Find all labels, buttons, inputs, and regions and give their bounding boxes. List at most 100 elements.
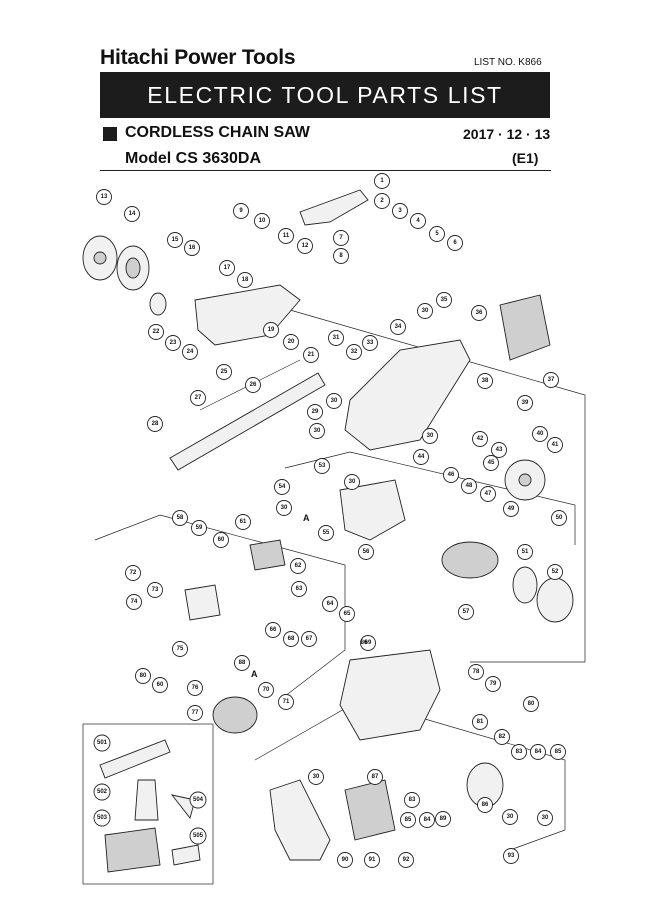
callout-28: 28	[147, 416, 163, 432]
svg-text:38: 38	[482, 378, 489, 384]
svg-text:26: 26	[250, 382, 257, 388]
part-gear-case	[339, 479, 406, 541]
callout-20: 20	[283, 334, 299, 350]
callout-10: 10	[254, 213, 270, 229]
part-stator	[536, 577, 574, 623]
callout-5: 5	[429, 226, 445, 242]
callout-503: 503	[93, 809, 111, 827]
svg-text:79: 79	[490, 681, 497, 687]
svg-text:58: 58	[177, 515, 184, 521]
part-battery	[499, 294, 551, 361]
callout-60: 60	[213, 532, 229, 548]
callout-65: 65	[339, 606, 355, 622]
svg-text:15: 15	[172, 237, 179, 243]
callout-501: 501	[93, 734, 111, 752]
svg-text:54: 54	[279, 484, 286, 490]
callout-502: 502	[93, 783, 111, 801]
svg-text:23: 23	[170, 340, 177, 346]
svg-text:89: 89	[440, 816, 447, 822]
svg-text:43: 43	[496, 447, 503, 453]
svg-text:29: 29	[312, 409, 319, 415]
part-motor-unit	[212, 696, 258, 734]
callout-50: 50	[551, 510, 567, 526]
callout-73: 73	[147, 582, 163, 598]
svg-text:505: 505	[193, 833, 204, 839]
accessory-oil-bottle	[134, 779, 159, 821]
callout-87: 87	[367, 769, 383, 785]
svg-text:72: 72	[130, 570, 137, 576]
callout-37: 37	[543, 372, 559, 388]
callout-51: 51	[517, 544, 533, 560]
svg-text:17: 17	[224, 265, 231, 271]
callout-71: 71	[278, 694, 294, 710]
svg-text:60: 60	[157, 682, 164, 688]
callout-13: 13	[96, 189, 112, 205]
callout-60-b: 60	[152, 677, 168, 693]
svg-text:30: 30	[542, 815, 549, 821]
svg-text:30: 30	[427, 433, 434, 439]
svg-text:69: 69	[365, 640, 372, 646]
callout-82: 82	[494, 729, 510, 745]
callout-79: 79	[485, 676, 501, 692]
callout-44: 44	[413, 449, 429, 465]
product-name: CORDLESS CHAIN SAW	[125, 124, 310, 141]
callout-30-e: 30	[276, 500, 292, 516]
svg-text:83: 83	[409, 797, 416, 803]
callout-14: 14	[124, 206, 140, 222]
callout-67: 67	[301, 631, 317, 647]
svg-text:503: 503	[97, 815, 108, 821]
callout-74: 74	[126, 594, 142, 610]
callout-83-b: 83	[404, 792, 420, 808]
callout-41: 41	[547, 437, 563, 453]
callout-34: 34	[390, 319, 406, 335]
frame-accessories	[82, 723, 214, 885]
accessory-guide-bar-cover	[99, 739, 171, 779]
svg-text:14: 14	[129, 211, 136, 217]
callout-61: 61	[235, 514, 251, 530]
svg-text:4: 4	[416, 218, 420, 224]
callout-86: 86	[477, 797, 493, 813]
svg-text:30: 30	[313, 774, 320, 780]
callout-2: 2	[374, 193, 390, 209]
svg-text:16: 16	[189, 245, 196, 251]
svg-text:92: 92	[403, 857, 410, 863]
callout-group: 1 2 3 4 5 6 7 8 9 10 11 12 13 14 15 16 1…	[93, 173, 567, 868]
callout-40: 40	[532, 426, 548, 442]
callout-57: 57	[458, 604, 474, 620]
svg-text:64: 64	[327, 601, 334, 607]
svg-text:12: 12	[302, 243, 309, 249]
svg-text:70: 70	[263, 687, 270, 693]
svg-text:30: 30	[349, 479, 356, 485]
callout-89: 89	[435, 811, 451, 827]
annotation-a-1: A	[303, 513, 310, 523]
section-marker	[103, 127, 117, 141]
part-washer-22	[149, 292, 167, 316]
svg-text:8: 8	[339, 253, 343, 259]
callout-31: 31	[328, 330, 344, 346]
svg-text:13: 13	[101, 194, 108, 200]
callout-24: 24	[182, 344, 198, 360]
svg-text:66: 66	[270, 627, 277, 633]
callout-9: 9	[233, 203, 249, 219]
callout-93: 93	[503, 848, 519, 864]
svg-text:82: 82	[499, 734, 506, 740]
svg-text:53: 53	[319, 463, 326, 469]
svg-text:62: 62	[295, 563, 302, 569]
callout-33: 33	[362, 335, 378, 351]
svg-text:73: 73	[152, 587, 159, 593]
callout-504: 504	[189, 791, 207, 809]
callout-7: 7	[333, 230, 349, 246]
callout-30-d: 30	[344, 474, 360, 490]
svg-text:41: 41	[552, 442, 559, 448]
callout-11: 11	[278, 228, 294, 244]
callout-15: 15	[167, 232, 183, 248]
svg-text:18: 18	[242, 277, 249, 283]
callout-30-c: 30	[309, 423, 325, 439]
callout-81: 81	[472, 714, 488, 730]
header-rule	[100, 170, 551, 171]
callout-30-h: 30	[308, 769, 324, 785]
accessory-wrench	[170, 794, 196, 819]
callout-48: 48	[461, 478, 477, 494]
part-handle-housing	[339, 649, 441, 741]
